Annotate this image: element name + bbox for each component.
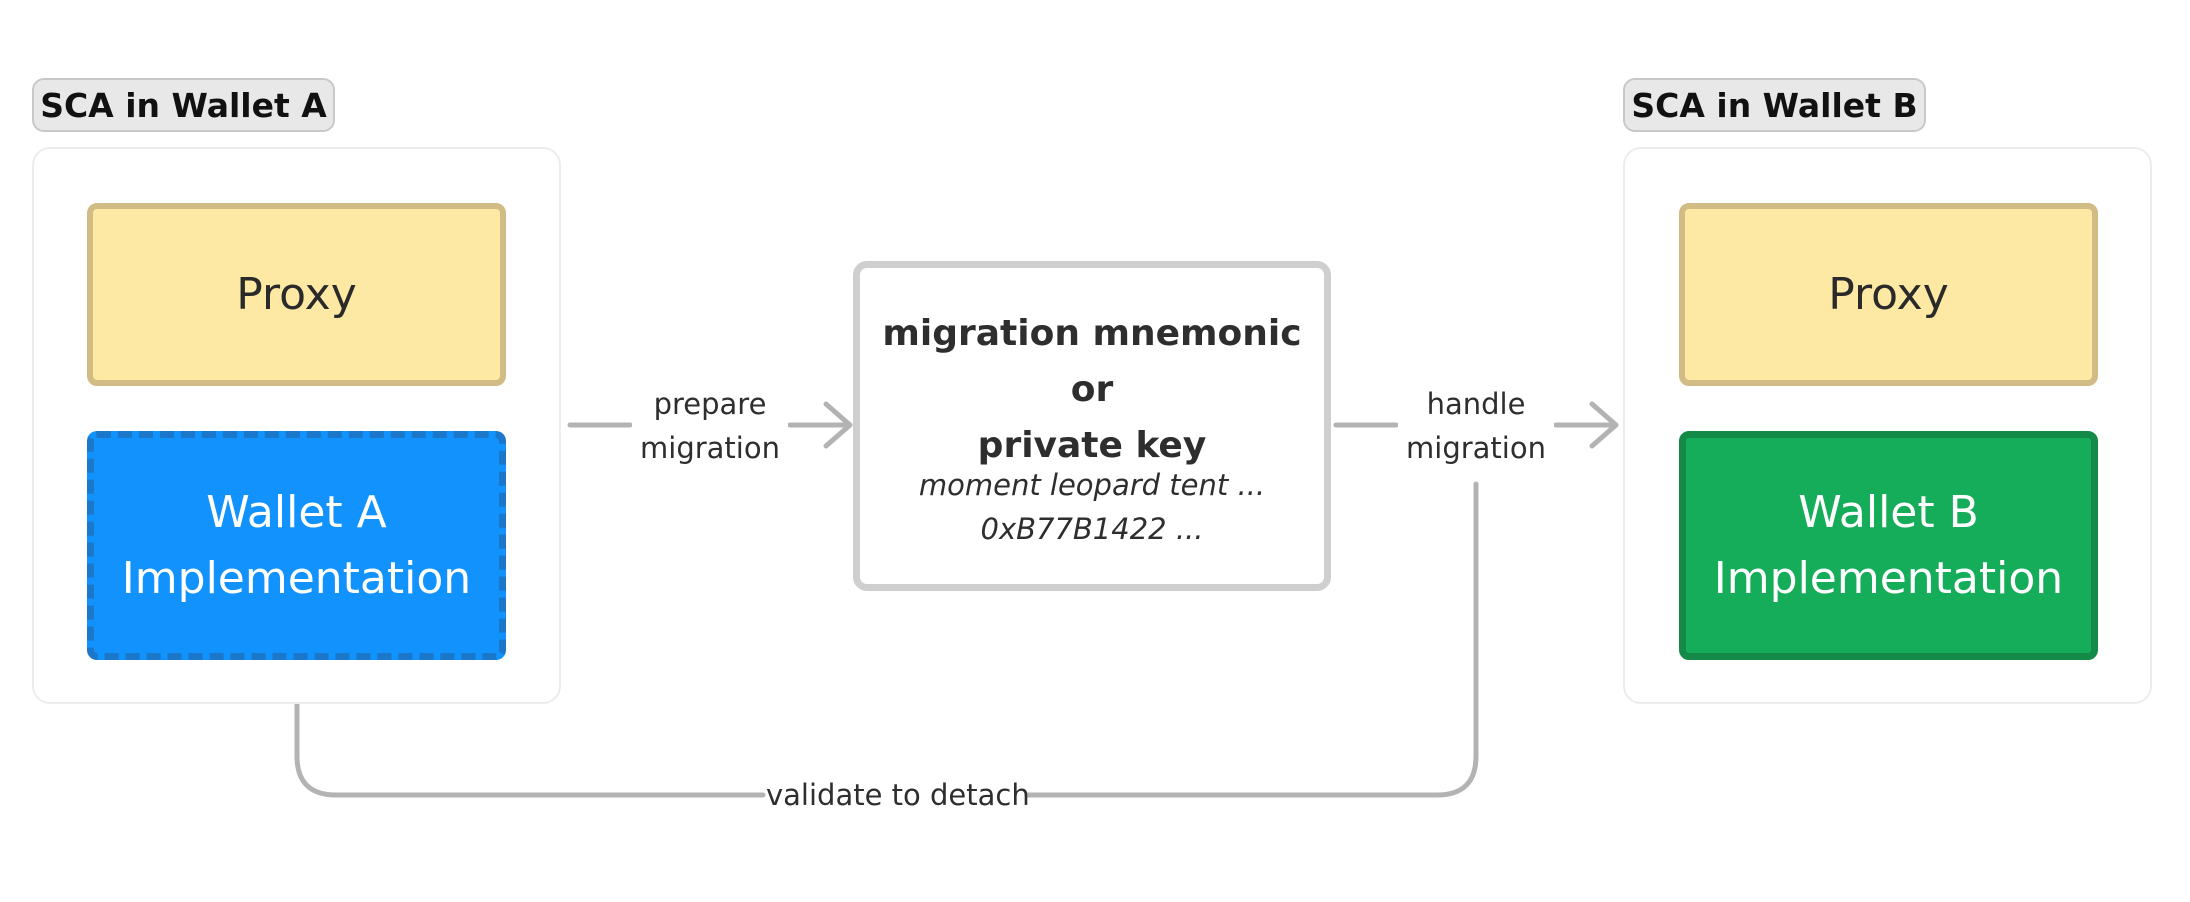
handle-migration-label: handle migration [1398, 382, 1554, 470]
handle-label-line1: handle [1426, 387, 1526, 421]
prepare-label-line2: migration [640, 431, 780, 465]
wallet-a-proxy-box[interactable]: Proxy [87, 203, 506, 386]
migration-key-title: migration mnemonic or private key [860, 306, 1324, 474]
wallet-b-impl-line2: Implementation [1713, 552, 2064, 604]
validate-arrow-right [1024, 481, 1479, 798]
left-group-label: SCA in Wallet A [32, 78, 335, 132]
wallet-a-impl-line2: Implementation [121, 552, 472, 604]
migration-key-box[interactable]: migration mnemonic or private key moment… [853, 261, 1331, 591]
prepare-arrowhead [823, 401, 853, 449]
right-group-label: SCA in Wallet B [1623, 78, 1926, 132]
migration-key-title-line1: migration mnemonic or [882, 313, 1302, 410]
wallet-b-proxy-box[interactable]: Proxy [1679, 203, 2098, 386]
prepare-migration-label: prepare migration [632, 382, 788, 470]
validate-arrow-left [294, 663, 766, 798]
wallet-b-proxy-label: Proxy [1828, 269, 1949, 320]
handle-arrowhead [1589, 401, 1619, 449]
wallet-b-impl-line1: Wallet B [1798, 486, 1979, 538]
wallet-a-proxy-label: Proxy [236, 269, 357, 320]
wallet-a-implementation-box[interactable]: Wallet A Implementation [87, 431, 506, 660]
mnemonic-example: moment leopard tent ... [918, 468, 1266, 502]
wallet-a-impl-line1: Wallet A [206, 486, 387, 538]
migration-key-title-line2: private key [977, 425, 1207, 466]
private-key-example: 0xB77B1422 ... [980, 512, 1204, 546]
handle-label-line2: migration [1406, 431, 1546, 465]
validate-to-detach-label: validate to detach [766, 773, 1030, 817]
wallet-b-implementation-box[interactable]: Wallet B Implementation [1679, 431, 2098, 660]
prepare-label-line1: prepare [653, 387, 767, 421]
